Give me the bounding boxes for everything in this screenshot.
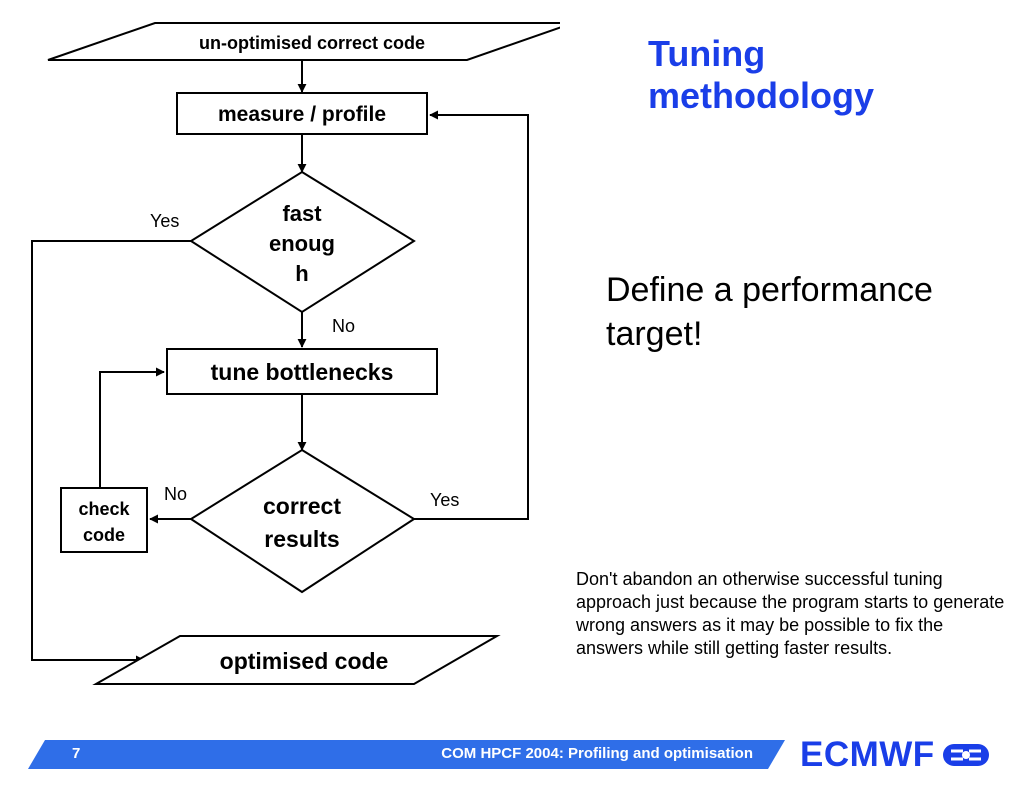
tune-box [166, 348, 438, 395]
arrow-yes-to-end [31, 240, 191, 665]
slide-title-line1: Tuning [648, 33, 766, 74]
check-line1: check [78, 499, 130, 519]
check-box [60, 487, 148, 553]
check-line2: code [83, 525, 125, 545]
start-shape [47, 22, 560, 61]
end-shape [92, 635, 501, 685]
arrow-yes-loop-to-measure [414, 110, 529, 520]
advice-note: Don't abandon an otherwise successful tu… [576, 569, 1005, 658]
decision1-line2: enoug [269, 231, 335, 256]
decision2-diamond [189, 448, 416, 594]
end-label: optimised code [220, 648, 389, 674]
decision2-line1: correct [263, 493, 341, 519]
page-number: 7 [72, 745, 81, 762]
decision1-diamond [189, 170, 416, 314]
decision2-no-label: No [164, 484, 187, 504]
footer-caption: COM HPCF 2004: Profiling and optimisatio… [441, 745, 753, 762]
decision2-line2: results [264, 526, 339, 552]
start-label: un-optimised correct code [199, 33, 425, 53]
ecmwf-logo: ECMWF [800, 735, 991, 774]
tune-label: tune bottlenecks [211, 359, 394, 385]
logo-text: ECMWF [800, 735, 935, 774]
footer-band [28, 740, 785, 769]
arrow-check-to-tune [99, 367, 165, 488]
slide-title: Tuning methodology [648, 33, 874, 117]
footer-bar: 7 COM HPCF 2004: Profiling and optimisat… [0, 735, 1023, 775]
decision2-yes-label: Yes [430, 490, 459, 510]
performance-target-text: Define a performance target! [606, 271, 933, 353]
logo-mark-icon [942, 744, 989, 766]
connectors [31, 60, 529, 665]
slide-title-line2: methodology [648, 75, 874, 116]
decision1-line3: h [295, 261, 308, 286]
measure-label: measure / profile [218, 103, 386, 126]
decision1-no-label: No [332, 316, 355, 336]
measure-box [176, 92, 428, 135]
decision1-yes-label: Yes [150, 211, 179, 231]
decision1-line1: fast [282, 201, 322, 226]
flowchart: un-optimised correct code measure / prof… [31, 22, 560, 685]
